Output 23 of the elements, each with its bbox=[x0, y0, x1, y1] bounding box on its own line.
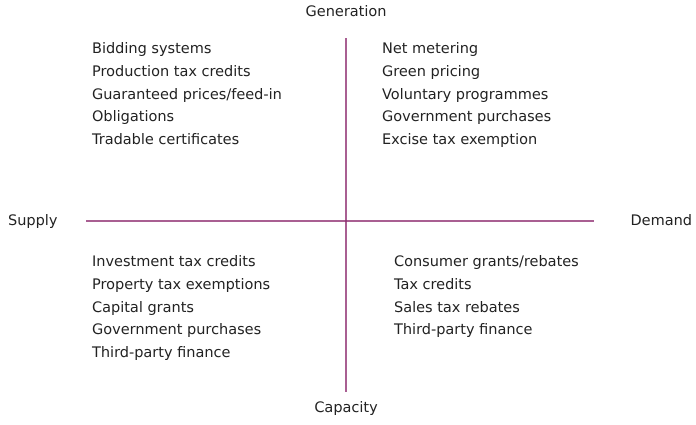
policy-item: Bidding systems bbox=[92, 40, 212, 58]
policy-item: Tax credits bbox=[394, 276, 472, 294]
policy-item: Voluntary programmes bbox=[382, 86, 548, 104]
policy-item: Capital grants bbox=[92, 298, 194, 317]
policy-item: Guaranteed prices/feed-in bbox=[92, 86, 282, 104]
policy-item: Green pricing bbox=[382, 62, 480, 81]
policy-item: Third-party finance bbox=[394, 321, 532, 340]
axis-label: Capacity bbox=[314, 399, 378, 417]
axis-label: Supply bbox=[8, 212, 58, 230]
policy-item: Excise tax exemption bbox=[382, 131, 538, 150]
axis-label: Generation bbox=[306, 3, 386, 21]
policy-item: Obligations bbox=[92, 108, 174, 126]
policy-item: Government purchases bbox=[382, 108, 552, 126]
policy-item: Sales tax rebates bbox=[394, 298, 520, 317]
axis-label: Demand bbox=[630, 212, 692, 230]
policy-item: Government purchases bbox=[92, 321, 262, 340]
policy-item: Investment tax credits bbox=[92, 253, 256, 271]
policy-item: Production tax credits bbox=[92, 62, 251, 81]
policy-item: Tradable certificates bbox=[92, 131, 240, 150]
policy-item: Net metering bbox=[382, 40, 478, 58]
policy-item: Property tax exemptions bbox=[92, 276, 270, 294]
policy-item: Third-party finance bbox=[92, 344, 230, 362]
policy-item: Consumer grants/rebates bbox=[394, 253, 579, 271]
